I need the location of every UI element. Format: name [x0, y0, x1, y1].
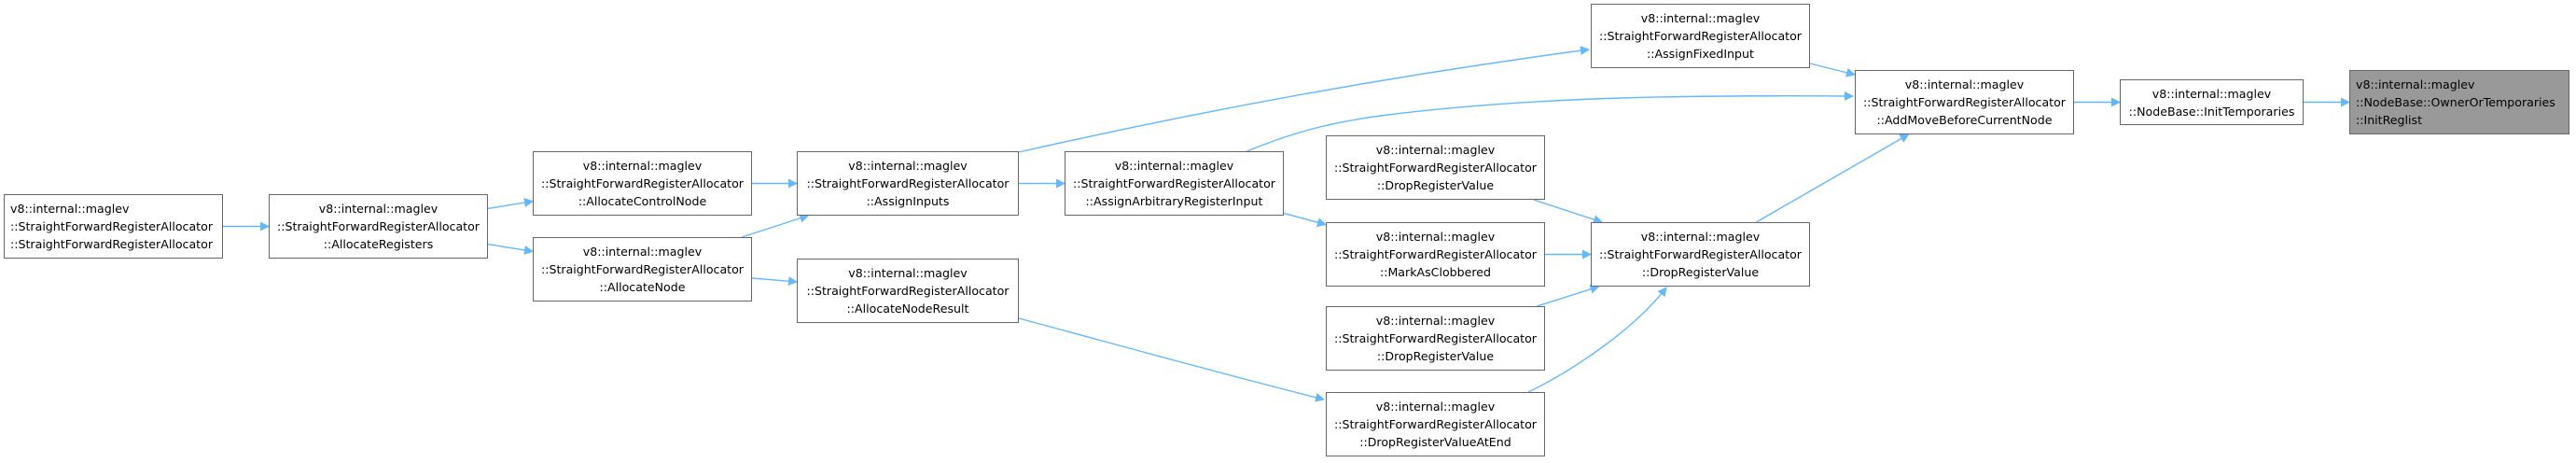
- node-drop-reg-b[interactable]: v8::internal::maglev::StraightForwardReg…: [1326, 306, 1545, 371]
- node-drop-reg[interactable]: v8::internal::maglev::StraightForwardReg…: [1591, 222, 1810, 287]
- node-assign-arbitrary[interactable]: v8::internal::maglev::StraightForwardReg…: [1065, 151, 1284, 216]
- node-alloc-control[interactable]: v8::internal::maglev::StraightForwardReg…: [533, 151, 752, 216]
- node-init-temporaries[interactable]: v8::internal::maglev::NodeBase::InitTemp…: [2120, 79, 2304, 125]
- node-label-line: ::AllocateNodeResult: [846, 302, 969, 316]
- edge-alloc_regs-to-alloc_control: [487, 198, 534, 210]
- node-label-line: v8::internal::maglev: [582, 245, 703, 259]
- node-label-line: ::StraightForwardRegisterAllocator: [10, 219, 214, 233]
- node-label-line: ::StraightForwardRegisterAllocator: [540, 262, 744, 276]
- node-label-line: ::DropRegisterValue: [1641, 265, 1760, 279]
- node-label-line: v8::internal::maglev: [1375, 314, 1496, 328]
- node-label-line: v8::internal::maglev: [2151, 86, 2272, 101]
- node-drop-reg-a[interactable]: v8::internal::maglev::StraightForwardReg…: [1326, 135, 1545, 200]
- node-label-line: v8::internal::maglev: [2356, 77, 2475, 91]
- node-mark-clobbered[interactable]: v8::internal::maglev::StraightForwardReg…: [1326, 222, 1545, 287]
- node-label-line: v8::internal::maglev: [848, 266, 968, 280]
- edge-assign_inputs-to-assign_fixed: [1018, 46, 1590, 153]
- node-label-line: ::AllocateRegisters: [323, 237, 434, 251]
- node-label-line: ::AssignArbitraryRegisterInput: [1085, 194, 1263, 208]
- node-alloc-node[interactable]: v8::internal::maglev::StraightForwardReg…: [533, 237, 752, 302]
- edge-alloc_result-to-drop_at_end: [1018, 317, 1325, 402]
- node-label-line: ::NodeBase::InitTemporaries: [2128, 104, 2295, 119]
- node-label-line: ::DropRegisterValueAtEnd: [1359, 435, 1511, 449]
- node-label-line: ::StraightForwardRegisterAllocator: [1072, 176, 1275, 190]
- node-label-line: v8::internal::maglev: [1375, 143, 1496, 157]
- node-label-line: ::AddMoveBeforeCurrentNode: [1876, 113, 2053, 127]
- edge-drop_reg-to-add_move: [1756, 133, 1910, 223]
- node-label-line: ::AssignFixedInput: [1647, 47, 1754, 61]
- node-assign-inputs[interactable]: v8::internal::maglev::StraightForwardReg…: [797, 151, 1019, 216]
- node-label-line: ::StraightForwardRegisterAllocator: [540, 176, 744, 190]
- node-ctor[interactable]: v8::internal::maglev::StraightForwardReg…: [4, 194, 223, 259]
- node-alloc-regs[interactable]: v8::internal::maglev::StraightForwardReg…: [269, 194, 488, 259]
- edge-assign_fixed-to-add_move: [1809, 63, 1856, 77]
- node-label-line: v8::internal::maglev: [1375, 230, 1496, 244]
- node-label-line: v8::internal::maglev: [848, 159, 968, 173]
- edge-assign_arbitrary-to-mark_clobbered: [1283, 212, 1327, 228]
- node-label-line: ::NodeBase::OwnerOrTemporaries: [2356, 95, 2555, 109]
- edge-drop_reg_a-to-drop_reg: [1533, 199, 1604, 224]
- node-label-line: ::StraightForwardRegisterAllocator: [1333, 417, 1537, 431]
- node-label-line: ::AllocateNode: [599, 280, 686, 294]
- node-add-move[interactable]: v8::internal::maglev::StraightForwardReg…: [1855, 70, 2074, 134]
- node-label-line: v8::internal::maglev: [1114, 159, 1234, 173]
- edge-alloc_node-to-alloc_result: [751, 276, 798, 287]
- edge-alloc_node-to-assign_inputs: [741, 214, 810, 238]
- node-label-line: ::InitReglist: [2356, 113, 2423, 127]
- node-label-line: ::StraightForwardRegisterAllocator: [1598, 247, 1802, 261]
- node-label-line: v8::internal::maglev: [1640, 230, 1761, 244]
- node-label-line: ::DropRegisterValue: [1376, 349, 1495, 363]
- node-label-line: v8::internal::maglev: [582, 159, 703, 173]
- node-label-line: ::StraightForwardRegisterAllocator: [10, 237, 214, 251]
- node-label-line: ::StraightForwardRegisterAllocator: [1333, 161, 1537, 175]
- node-label-line: ::StraightForwardRegisterAllocator: [806, 284, 1010, 298]
- node-label-line: v8::internal::maglev: [10, 202, 130, 216]
- edge-drop_reg_b-to-drop_reg: [1537, 284, 1600, 307]
- node-label-line: v8::internal::maglev: [1375, 400, 1496, 414]
- node-label-line: ::StraightForwardRegisterAllocator: [1862, 95, 2066, 109]
- node-label-line: ::StraightForwardRegisterAllocator: [1333, 331, 1537, 345]
- node-label-line: ::MarkAsClobbered: [1379, 265, 1492, 279]
- edge-alloc_regs-to-alloc_node: [487, 243, 534, 255]
- node-label-line: ::StraightForwardRegisterAllocator: [276, 219, 480, 233]
- edge-assign_arbitrary-to-add_move: [1244, 91, 1854, 153]
- node-label-line: v8::internal::maglev: [1904, 77, 2025, 91]
- node-label-line: ::StraightForwardRegisterAllocator: [806, 176, 1010, 190]
- node-init-reglist: v8::internal::maglev::NodeBase::OwnerOrT…: [2349, 70, 2569, 134]
- node-assign-fixed[interactable]: v8::internal::maglev::StraightForwardReg…: [1591, 4, 1810, 68]
- node-label-line: ::AllocateControlNode: [578, 194, 707, 208]
- edge-drop_at_end-to-drop_reg: [1527, 287, 1667, 393]
- node-drop-at-end[interactable]: v8::internal::maglev::StraightForwardReg…: [1326, 392, 1545, 456]
- node-label-line: ::DropRegisterValue: [1376, 178, 1495, 192]
- node-label-line: ::StraightForwardRegisterAllocator: [1333, 247, 1537, 261]
- node-alloc-result[interactable]: v8::internal::maglev::StraightForwardReg…: [797, 259, 1019, 323]
- node-label-line: ::StraightForwardRegisterAllocator: [1598, 29, 1802, 43]
- node-label-line: v8::internal::maglev: [318, 202, 439, 216]
- node-label-line: v8::internal::maglev: [1640, 11, 1761, 25]
- node-label-line: ::AssignInputs: [866, 194, 950, 208]
